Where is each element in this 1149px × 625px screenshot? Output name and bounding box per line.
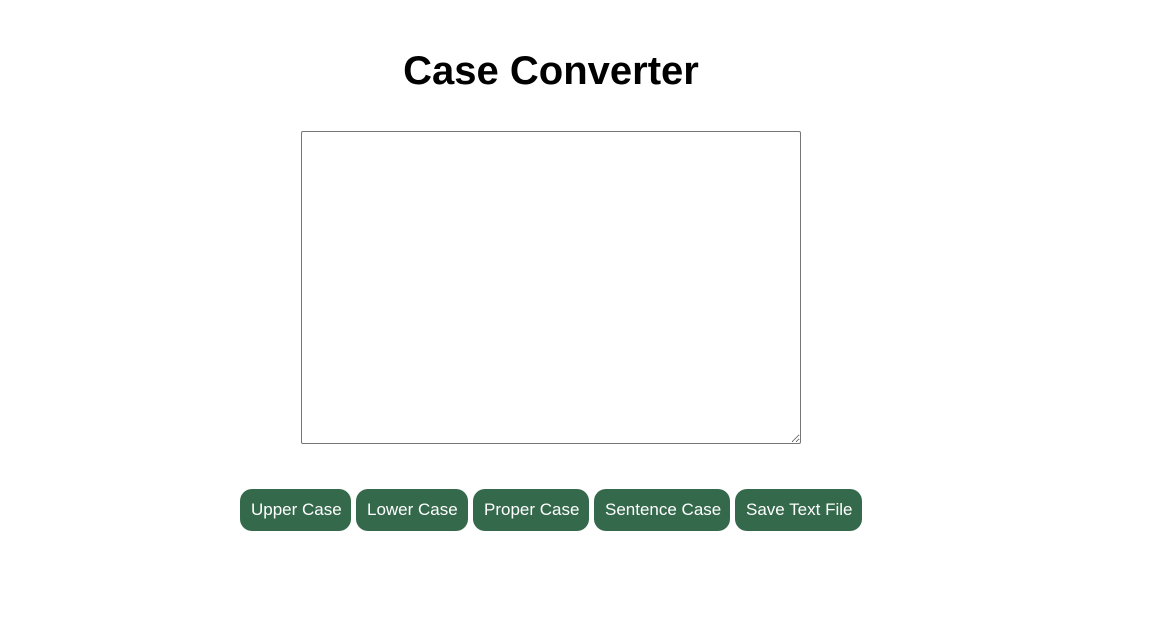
page-title: Case Converter [403, 49, 699, 93]
conversion-button-row: Upper Case Lower Case Proper Case Senten… [240, 489, 862, 531]
save-text-file-button[interactable]: Save Text File [735, 489, 862, 531]
lower-case-button[interactable]: Lower Case [356, 489, 468, 531]
proper-case-button[interactable]: Proper Case [473, 489, 589, 531]
upper-case-button[interactable]: Upper Case [240, 489, 351, 531]
sentence-case-button[interactable]: Sentence Case [594, 489, 730, 531]
text-input-area[interactable] [301, 131, 801, 444]
